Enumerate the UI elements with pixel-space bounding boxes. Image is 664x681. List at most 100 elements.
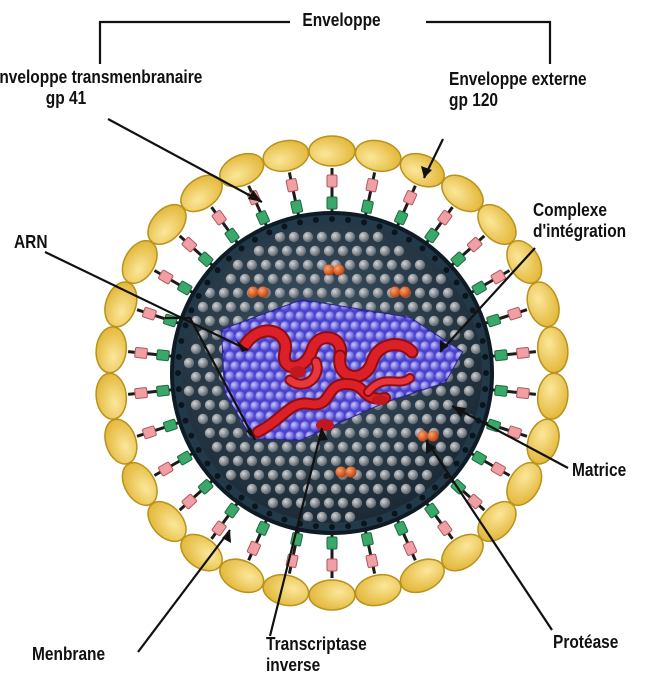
capsid-sphere xyxy=(290,321,299,330)
matrix-sphere xyxy=(380,498,390,508)
matrix-sphere xyxy=(443,400,453,410)
gp120-stem xyxy=(327,175,337,187)
capsid-sphere xyxy=(300,421,309,430)
membrane-dot xyxy=(475,322,481,328)
capsid-sphere xyxy=(375,331,384,340)
gp120-stem xyxy=(366,178,378,192)
label-gp120-line1: Enveloppe externe xyxy=(449,69,587,90)
membrane-dot xyxy=(480,402,486,408)
matrix-sphere xyxy=(198,414,208,424)
capsid-sphere xyxy=(360,321,369,330)
matrix-sphere xyxy=(415,260,425,270)
matrix-sphere xyxy=(219,288,229,298)
matrix-sphere xyxy=(310,498,320,508)
matrix-sphere xyxy=(317,484,327,494)
gp41-segment xyxy=(156,350,169,361)
membrane-dot xyxy=(176,354,182,360)
capsid-sphere xyxy=(380,321,389,330)
glycoprotein-spike xyxy=(260,520,311,610)
matrix-sphere xyxy=(303,260,313,270)
matrix-sphere xyxy=(394,246,404,256)
matrix-sphere xyxy=(394,274,404,284)
matrix-sphere xyxy=(331,288,341,298)
matrix-sphere xyxy=(212,442,222,452)
matrix-sphere xyxy=(373,288,383,298)
matrix-sphere xyxy=(219,428,229,438)
membrane-dot xyxy=(178,402,184,408)
matrix-sphere xyxy=(282,274,292,284)
matrix-sphere xyxy=(380,246,390,256)
matrix-sphere xyxy=(373,456,383,466)
membrane-dot xyxy=(178,338,184,344)
matrix-sphere xyxy=(436,442,446,452)
matrix-sphere xyxy=(387,428,397,438)
capsid-sphere xyxy=(445,351,454,360)
label-gp120-line2: gp 120 xyxy=(449,90,587,111)
capsid-sphere xyxy=(310,301,319,310)
capsid-sphere xyxy=(255,411,264,420)
matrix-sphere xyxy=(345,456,355,466)
envelope-knob xyxy=(99,415,142,468)
gp120-stem xyxy=(158,270,173,285)
matrix-sphere xyxy=(303,456,313,466)
matrix-sphere xyxy=(184,386,194,396)
matrix-sphere xyxy=(352,274,362,284)
glycoprotein-spike xyxy=(309,523,355,610)
membrane-dot xyxy=(313,523,319,529)
membrane-dot xyxy=(183,322,189,328)
matrix-sphere xyxy=(226,414,236,424)
matrix-sphere xyxy=(331,484,341,494)
capsid-sphere xyxy=(400,321,409,330)
capsid-sphere xyxy=(320,321,329,330)
matrix-sphere xyxy=(415,400,425,410)
matrix-sphere xyxy=(450,386,460,396)
gp41-segment xyxy=(327,537,337,549)
capsid-sphere xyxy=(290,421,299,430)
matrix-sphere xyxy=(261,260,271,270)
matrix-sphere xyxy=(380,274,390,284)
matrix-sphere xyxy=(415,456,425,466)
capsid-sphere xyxy=(295,411,304,420)
membrane-dot xyxy=(281,224,287,230)
glycoprotein-spike xyxy=(353,136,404,226)
capsid-sphere xyxy=(250,361,259,370)
membrane-dot xyxy=(329,216,335,222)
capsid-sphere xyxy=(345,391,354,400)
label-arn: ARN xyxy=(14,232,48,253)
matrix-sphere xyxy=(352,442,362,452)
membrane-dot xyxy=(175,370,181,376)
membrane-dot xyxy=(238,495,244,501)
label-membrane: Menbrane xyxy=(32,644,105,665)
matrix-sphere xyxy=(240,470,250,480)
membrane-dot xyxy=(215,267,221,273)
gp41-segment xyxy=(486,314,501,327)
matrix-sphere xyxy=(380,414,390,424)
label-enveloppe: Enveloppe xyxy=(302,10,380,31)
capsid-sphere xyxy=(240,401,249,410)
gp120-stem xyxy=(286,178,298,192)
membrane-dot xyxy=(215,473,221,479)
matrix-sphere xyxy=(429,400,439,410)
matrix-sphere xyxy=(443,428,453,438)
membrane-dot xyxy=(196,293,202,299)
matrix-sphere xyxy=(205,316,215,326)
matrix-sphere xyxy=(345,232,355,242)
envelope-knob xyxy=(353,571,404,610)
matrix-sphere xyxy=(289,484,299,494)
membrane-dot xyxy=(361,521,367,527)
gp120-stem xyxy=(366,554,378,568)
matrix-sphere xyxy=(373,232,383,242)
matrix-sphere xyxy=(289,288,299,298)
capsid-sphere xyxy=(405,331,414,340)
matrix-sphere xyxy=(247,260,257,270)
matrix-sphere xyxy=(198,386,208,396)
matrix-sphere xyxy=(226,442,236,452)
capsid-sphere xyxy=(275,371,284,380)
matrix-sphere xyxy=(408,414,418,424)
matrix-sphere xyxy=(198,302,208,312)
label-gp41: Enveloppe transmenbranaire gp 41 xyxy=(0,67,202,109)
matrix-sphere xyxy=(338,246,348,256)
matrix-sphere xyxy=(359,484,369,494)
matrix-sphere xyxy=(443,316,453,326)
gp41-segment xyxy=(495,385,508,396)
